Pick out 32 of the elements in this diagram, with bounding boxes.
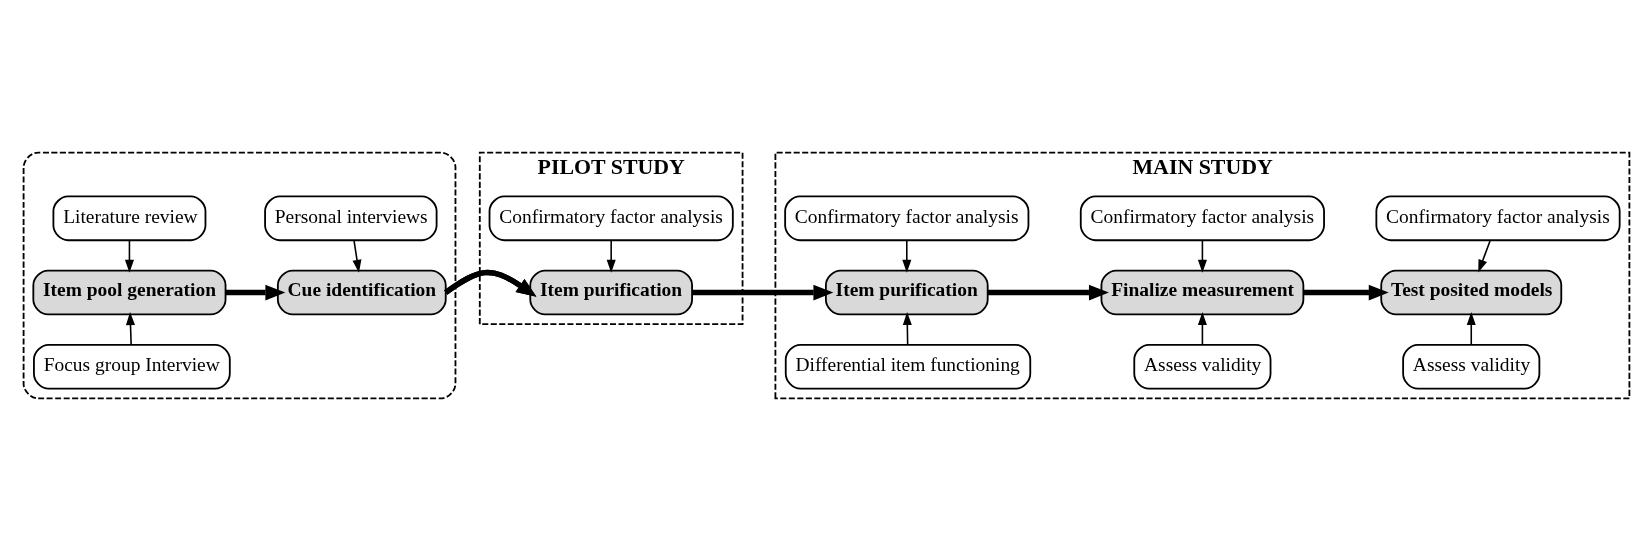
node-box: Confirmatory factor analysis [488,195,734,242]
arrow [443,269,536,297]
node-box: Confirmatory factor analysis [1374,195,1621,242]
arrow [352,239,361,273]
node-box: Focus group Interview [32,343,231,390]
arrow [1477,239,1491,273]
node-box: Item purification [824,269,989,316]
arrow [1197,239,1207,273]
arrow [987,284,1109,301]
arrow [1302,284,1389,301]
node-box: Confirmatory factor analysis [1079,195,1325,242]
node-box: Differential item functioning [784,343,1031,390]
arrow [901,239,911,273]
arrow [902,312,912,346]
node-box: Test posited models [1379,269,1562,316]
node-box: Item purification [528,269,693,316]
arrow [606,239,616,273]
node-box: Assess validity [1132,343,1271,390]
node-box: Literature review [52,195,206,242]
arrow [124,239,134,273]
node-box: Finalize measurement [1100,269,1304,316]
arrow [691,284,833,301]
node-box: Assess validity [1401,343,1540,390]
node-box: Item pool generation [31,269,226,316]
arrow [225,284,285,301]
node-box: Personal interviews [263,195,438,242]
arrow [1466,312,1476,346]
arrow [125,312,135,346]
node-box: Cue identification [276,269,447,316]
arrow [1197,312,1207,346]
cluster [22,151,456,400]
node-box: Confirmatory factor analysis [783,195,1029,242]
